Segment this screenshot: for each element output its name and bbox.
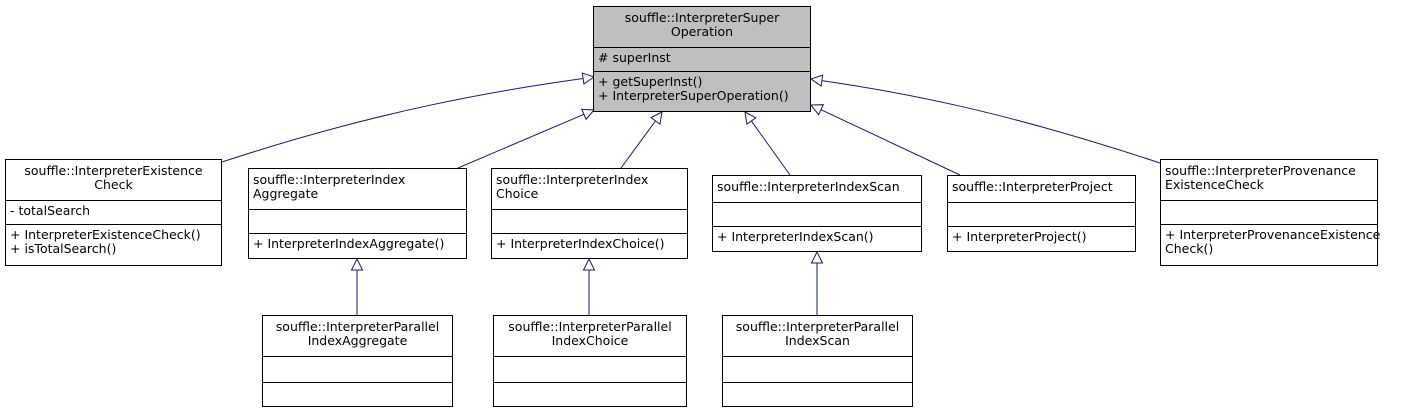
- class-title-line: souffle::InterpreterSuper: [624, 10, 780, 25]
- class-methods: + InterpreterExistenceCheck()+ isTotalSe…: [6, 224, 221, 265]
- class-methods: [263, 382, 452, 406]
- class-attributes: [723, 356, 912, 382]
- class-title: souffle::InterpreterProject: [948, 176, 1135, 202]
- method: + InterpreterExistenceCheck(): [10, 227, 201, 242]
- class-title: souffle::InterpreterIndexScan: [713, 176, 921, 202]
- class-title-line: souffle::InterpreterParallel: [508, 319, 672, 334]
- class-methods: + InterpreterIndexScan(): [713, 226, 921, 251]
- class-title-line: Choice: [496, 186, 539, 201]
- class-attributes: [713, 202, 921, 226]
- class-methods: + InterpreterIndexChoice(): [492, 233, 687, 258]
- class-title-line: souffle::InterpreterIndexScan: [717, 179, 900, 194]
- inheritance-arrowhead-icon: [581, 72, 596, 85]
- inheritance-edge-existence: [221, 78, 584, 163]
- method: + isTotalSearch(): [10, 241, 117, 256]
- inheritance-arrowhead-icon: [810, 250, 824, 264]
- method: Check(): [1165, 241, 1214, 256]
- class-methods: + InterpreterIndexAggregate(): [249, 233, 466, 258]
- attribute: - totalSearch: [10, 203, 91, 218]
- method: + InterpreterSuperOperation(): [598, 88, 789, 103]
- class-methods: [494, 382, 686, 406]
- class-attributes: [494, 356, 686, 382]
- class-title-line: IndexChoice: [551, 333, 629, 348]
- inheritance-edge-provenance: [821, 80, 1161, 164]
- class-title-line: souffle::InterpreterIndex: [496, 172, 649, 187]
- method: + InterpreterIndexScan(): [717, 229, 874, 244]
- inheritance-arrowhead-icon: [650, 111, 663, 126]
- inheritance-arrowhead-icon: [809, 74, 824, 87]
- inheritance-edge-index-aggregate: [457, 113, 585, 169]
- method: + InterpreterIndexAggregate(): [253, 236, 445, 251]
- inheritance-edge-project: [820, 109, 961, 176]
- inheritance-arrowhead-icon: [809, 104, 825, 116]
- class-attributes: # superInst: [594, 47, 810, 71]
- class-attributes: - totalSearch: [6, 200, 221, 224]
- inheritance-arrowhead-icon: [744, 111, 757, 126]
- class-methods: + getSuperInst()+ InterpreterSuperOperat…: [594, 71, 810, 111]
- class-title-line: souffle::InterpreterIndex: [253, 172, 406, 187]
- inheritance-edge-index-scan: [750, 120, 791, 176]
- method: + InterpreterProject(): [952, 229, 1087, 244]
- class-title-line: ExistenceCheck: [1165, 177, 1264, 192]
- class-attributes: [948, 202, 1135, 226]
- class-title-line: Aggregate: [253, 186, 319, 201]
- class-attributes: [263, 356, 452, 382]
- method: + getSuperInst(): [598, 74, 703, 89]
- class-title-line: souffle::InterpreterExistence: [24, 163, 203, 178]
- method: + InterpreterProvenanceExistence: [1165, 227, 1381, 242]
- class-box-project[interactable]: souffle::InterpreterProject+ Interpreter…: [947, 175, 1136, 252]
- class-title-line: souffle::InterpreterParallel: [275, 319, 440, 334]
- class-methods: [723, 382, 912, 406]
- class-title-line: souffle::InterpreterParallel: [735, 319, 900, 334]
- class-title-line: IndexAggregate: [307, 333, 408, 348]
- class-box-index-scan[interactable]: souffle::InterpreterIndexScan+ Interpret…: [712, 175, 922, 252]
- inheritance-edge-index-choice: [620, 120, 656, 169]
- class-title-line: Check: [94, 177, 133, 192]
- attribute: # superInst: [598, 50, 671, 65]
- class-title-line: souffle::InterpreterProject: [952, 179, 1113, 194]
- class-attributes: [249, 209, 466, 233]
- class-methods: + InterpreterProject(): [948, 226, 1135, 251]
- class-title-line: souffle::InterpreterProvenance: [1165, 163, 1356, 178]
- inheritance-arrowhead-icon: [350, 257, 364, 271]
- method: + InterpreterIndexChoice(): [496, 236, 665, 251]
- class-title-line: IndexScan: [785, 333, 850, 348]
- class-attributes: [1161, 200, 1377, 224]
- inheritance-arrowhead-icon: [582, 257, 596, 271]
- inheritance-arrowhead-icon: [580, 108, 596, 121]
- class-attributes: [492, 209, 687, 233]
- class-title-line: Operation: [670, 24, 734, 39]
